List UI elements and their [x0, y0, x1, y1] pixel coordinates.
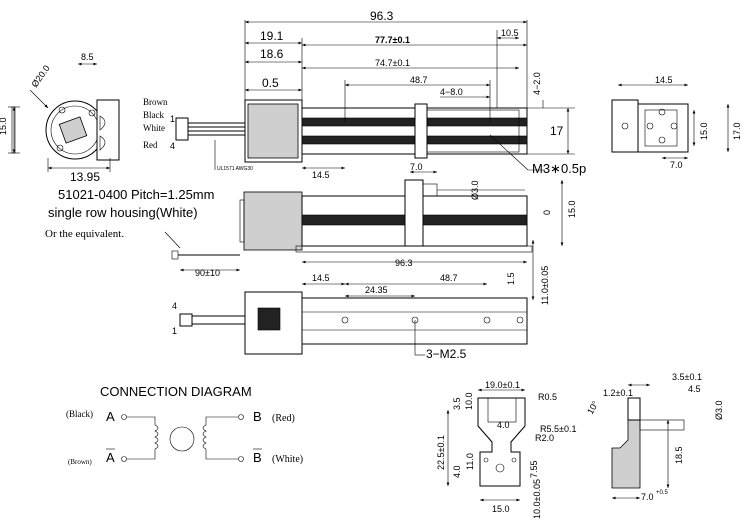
connection-title: CONNECTION DIAGRAM [100, 384, 252, 399]
right-dim-15: 15.0 [699, 122, 709, 140]
nut-r05: R0.5 [538, 392, 557, 402]
nut-dim-15: 15.0 [492, 504, 510, 514]
nut-dim-11: 11.0 [465, 453, 475, 470]
bottom-view: 4 1 14.5 48.7 24.35 3−M2.5 [172, 273, 528, 361]
cable-label: UL1571 AWG30 [217, 166, 253, 172]
bottom-holes: 3−M2.5 [426, 347, 467, 361]
motor-body-front [243, 191, 303, 251]
front-dim-1-5: 1.5 [506, 272, 516, 285]
side-dia-3: Ø3.0 [714, 400, 724, 420]
top-dim-14-5: 14.5 [312, 170, 330, 180]
label-black: (Black) [66, 409, 93, 419]
thread-spec: M3∗0.5p [532, 161, 586, 176]
bottom-pin-4: 4 [172, 301, 177, 311]
connector-notes: 51021-0400 Pitch=1.25mm single row housi… [45, 187, 214, 249]
top-dim-4-8: 4−8.0 [440, 87, 463, 97]
connector-housing: single row housing(White) [48, 205, 198, 220]
wire-red: Red [143, 140, 158, 150]
left-dim-15: 15.0 [0, 117, 8, 135]
front-dim-11: 11.0±0.05 [540, 266, 550, 305]
frame-bottom [301, 297, 528, 345]
side-dim-4-5: 4.5 [688, 384, 701, 394]
left-end-view: 15.0 8.5 Ø20.0 13.95 [0, 52, 120, 184]
nut-front-detail: 19.0±0.1 R0.5 R5.5±0.1 R2.0 4.0 3.5 10.0… [436, 380, 576, 519]
nut-side-detail: 3.5±0.1 4.5 1.2±0.1 Ø3.0 18.5 10° 7.0 +0… [585, 372, 724, 502]
right-end-view: 14.5 15.0 17.0 7.0 [611, 75, 742, 170]
top-dim-4-2: 4−2.0 [532, 72, 542, 95]
bottom-dim-48-7: 48.7 [440, 273, 458, 283]
nut-dim-3-5: 3.5 [452, 397, 462, 410]
label-B: B [253, 409, 262, 424]
connector-part: 51021-0400 Pitch=1.25mm [58, 187, 214, 202]
top-dim-19-1: 19.1 [260, 29, 284, 43]
nut-front-profile [404, 179, 424, 247]
right-dim-14-5: 14.5 [655, 75, 673, 85]
top-pin-4: 4 [170, 141, 175, 151]
top-dim-74-7: 74.7±0.1 [375, 58, 410, 68]
left-bracket [96, 99, 120, 161]
left-dia-20: Ø20.0 [29, 63, 51, 89]
front-dim-0: 0 [542, 210, 552, 215]
front-dim-15: 15.0 [567, 200, 577, 218]
front-view: 90±10 96.3 7.0 Ø3.0 0 15.0 1.5 11.0±0.05 [171, 162, 577, 305]
top-dim-77-7: 77.7±0.1 [375, 35, 410, 45]
right-plate [637, 103, 689, 153]
label-white: (White) [272, 454, 303, 465]
front-dim-90: 90±10 [195, 268, 220, 278]
bottom-dim-24-35: 24.35 [365, 285, 388, 295]
left-dim-13-95: 13.95 [70, 170, 100, 184]
nut-r2: R2.0 [535, 433, 554, 443]
nut-dim-19: 19.0±0.1 [485, 380, 520, 390]
connection-diagram: CONNECTION DIAGRAM (Black) (Brown) A A B… [66, 384, 303, 466]
connector-equiv: Or the equivalent. [45, 228, 124, 240]
bottom-pin-1: 1 [172, 326, 177, 336]
label-red: (Red) [272, 413, 295, 424]
nut-side-outline [611, 419, 641, 489]
rotor-symbol [169, 426, 195, 452]
wire-black: Black [143, 110, 164, 120]
side-dim-7: 7.0 [641, 492, 654, 502]
top-pin-1: 1 [170, 114, 175, 124]
side-tol: +0.5 [656, 490, 669, 496]
nut-dim-22-5: 22.5±0.1 [436, 435, 446, 470]
right-dim-17: 17.0 [732, 122, 742, 140]
nut-dim-7-55: 7.55 [529, 460, 539, 478]
side-dim-1-2: 1.2±0.1 [603, 388, 633, 398]
side-angle: 10° [585, 399, 601, 416]
nut-dim-10-05: 10.0±0.05 [532, 479, 542, 519]
wire-white: White [143, 123, 165, 133]
side-dim-18-5: 18.5 [674, 446, 684, 464]
front-dim-96-3: 96.3 [395, 258, 413, 268]
nut-dim-4b: 4.0 [452, 465, 462, 478]
bottom-connector [257, 307, 281, 331]
top-dim-17: 17 [550, 124, 564, 138]
nut-dim-10: 10.0 [464, 392, 474, 410]
left-dim-8-5: 8.5 [81, 52, 94, 62]
motor-square-boss [58, 116, 88, 144]
wire-brown: Brown [143, 97, 168, 107]
top-view: UL1571 AWG30 96.3 19.1 18.6 0.5 77.7±0.1… [175, 9, 586, 180]
nut-dim-4: 4.0 [497, 420, 510, 430]
front-dia-3: Ø3.0 [470, 180, 480, 200]
nut-front-outline [477, 397, 526, 487]
label-brown: (Brown) [68, 458, 92, 466]
nut-top [414, 103, 428, 159]
label-A: A [106, 409, 115, 424]
top-dim-48-7: 48.7 [410, 75, 428, 85]
label-A-bar: A [106, 450, 115, 465]
side-dim-3-5: 3.5±0.1 [672, 372, 702, 382]
top-dim-96-3: 96.3 [370, 9, 394, 23]
bottom-dim-14-5: 14.5 [312, 273, 330, 283]
label-B-bar: B [253, 450, 262, 465]
top-dim-10-5: 10.5 [501, 28, 519, 38]
nut-r55: R5.5±0.1 [540, 424, 576, 434]
right-dim-7: 7.0 [670, 160, 683, 170]
wire-labels: Brown Black White Red 1 4 [143, 97, 175, 151]
top-dim-0-5: 0.5 [262, 76, 279, 90]
front-dim-7: 7.0 [410, 162, 423, 172]
top-dim-18-6: 18.6 [260, 47, 284, 61]
